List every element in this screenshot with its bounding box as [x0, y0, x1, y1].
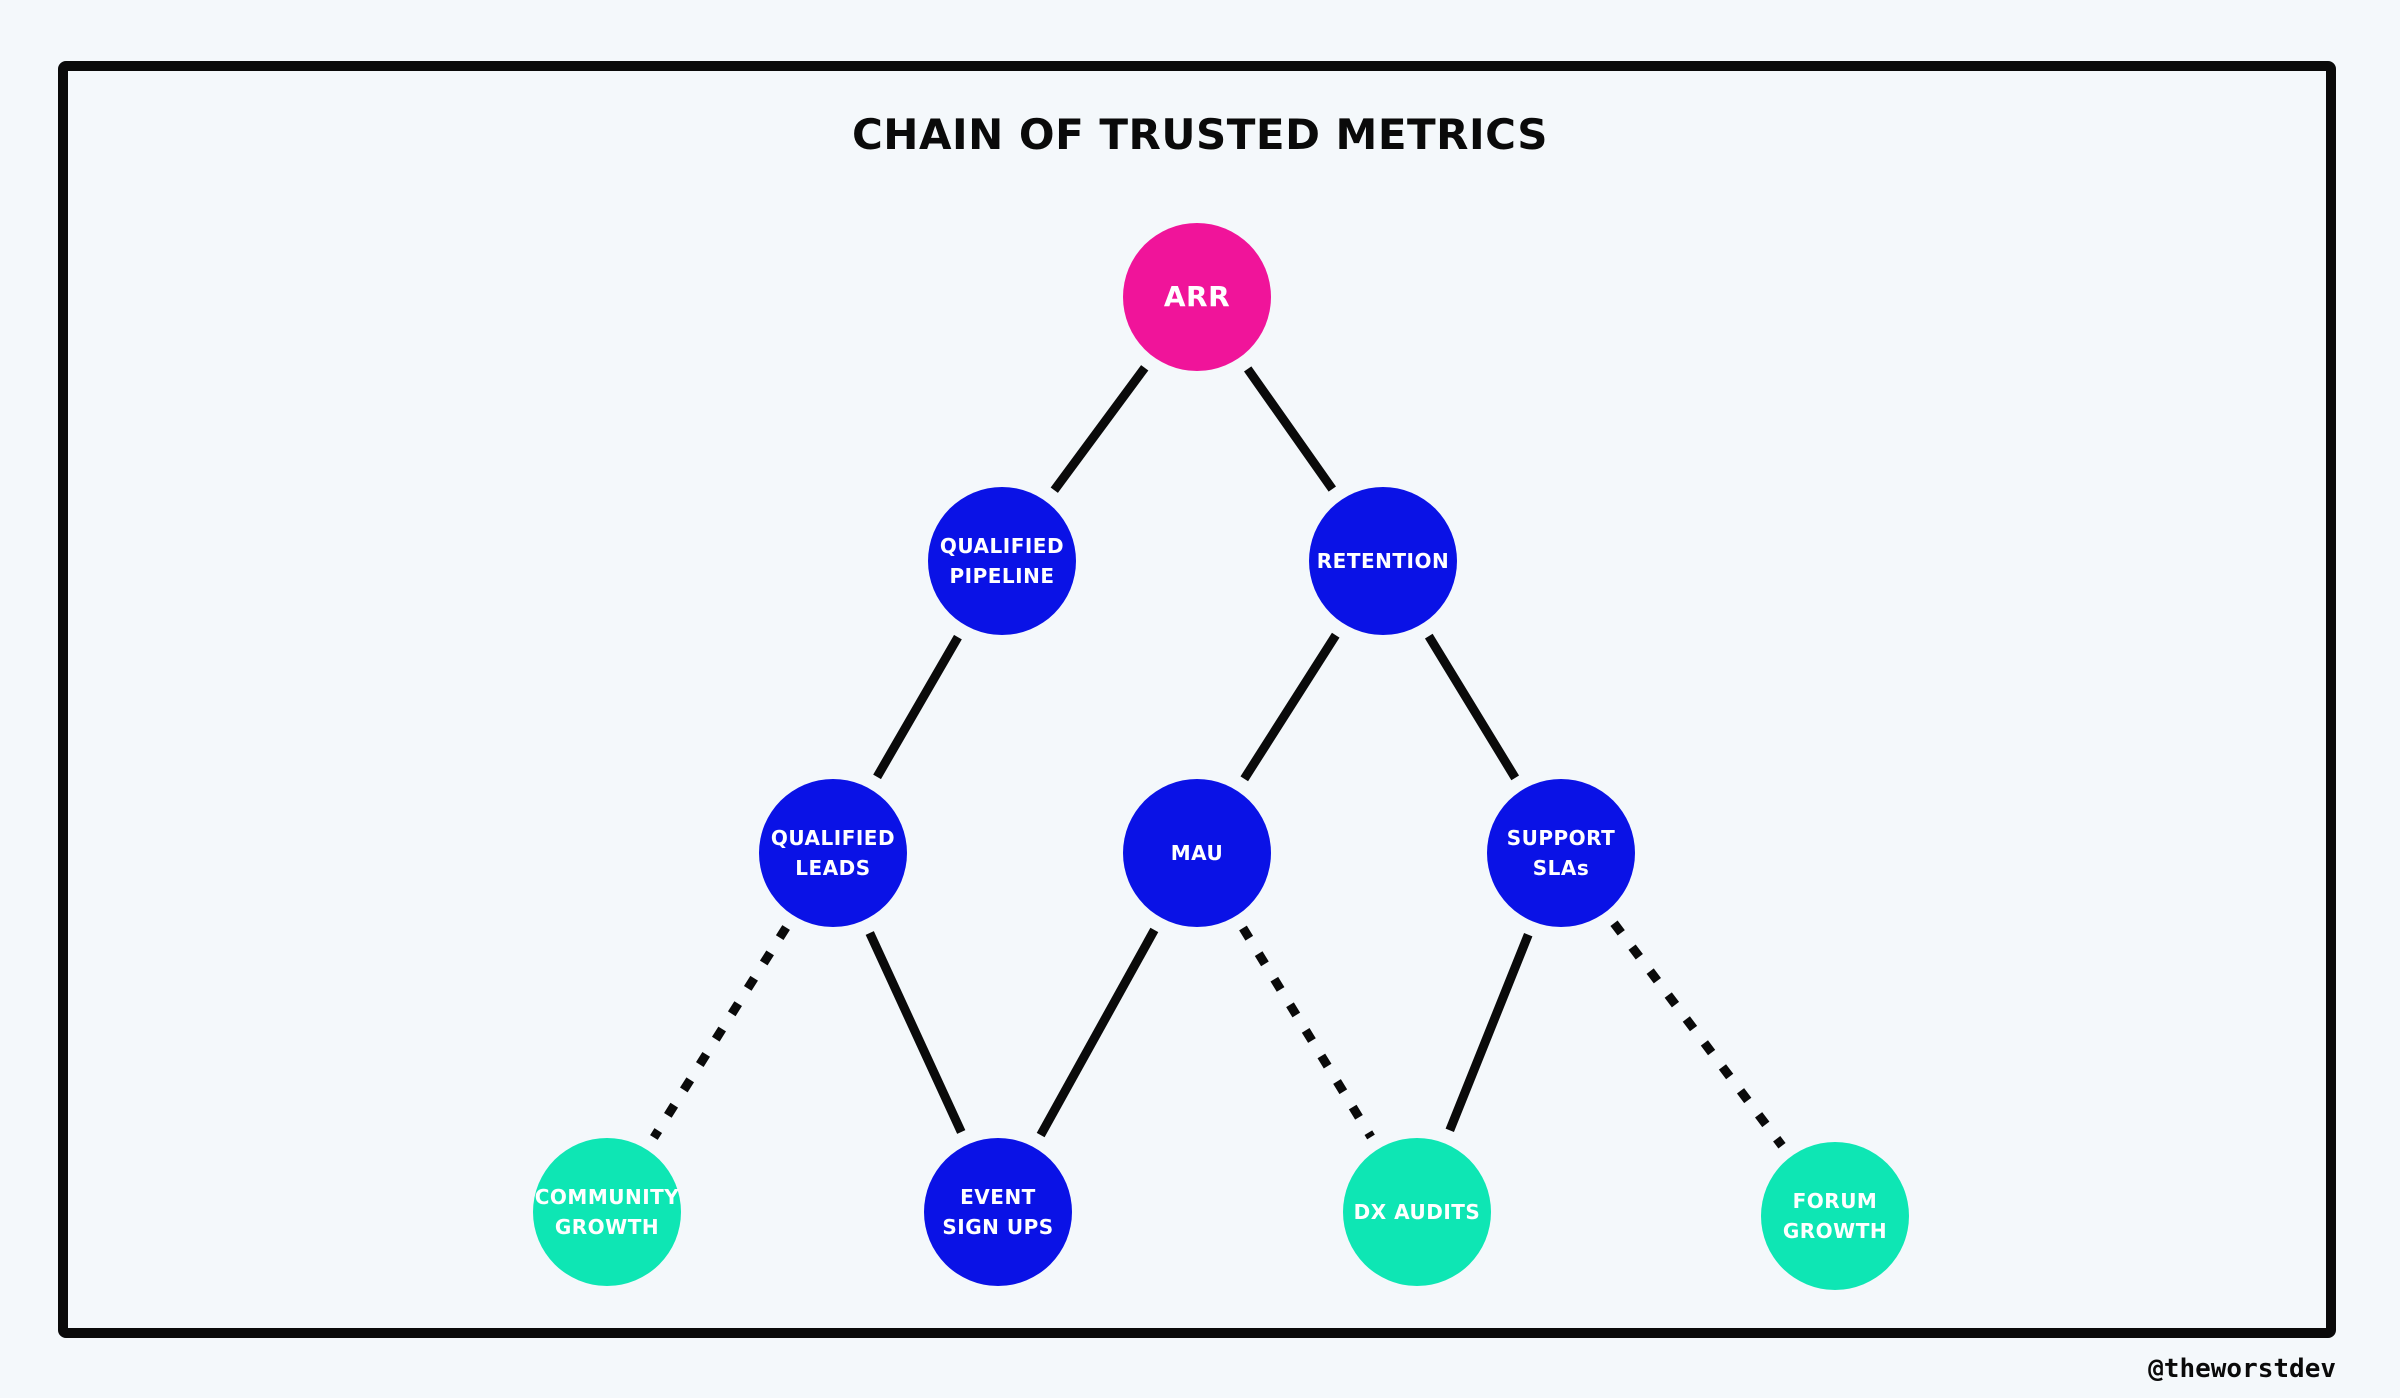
node-retention: RETENTION: [1309, 487, 1457, 635]
edge-support-slas-to-dx-audits: [1445, 932, 1533, 1133]
edge-qualified-leads-to-community-growth: [650, 925, 790, 1140]
diagram-title: CHAIN OF TRUSTED METRICS: [851, 110, 1549, 159]
edge-support-slas-to-forum-growth: [1610, 920, 1786, 1149]
node-label: SUPPORT SLAs: [1506, 826, 1616, 880]
node-arr: ARR: [1123, 223, 1271, 371]
node-label: ARR: [1163, 280, 1231, 313]
node-label: QUALIFIED LEADS: [770, 826, 896, 880]
edge-mau-to-dx-audits: [1239, 925, 1375, 1140]
node-event-sign-ups: EVENT SIGN UPS: [924, 1138, 1072, 1286]
node-qualified-leads: QUALIFIED LEADS: [759, 779, 907, 927]
node-support-slas: SUPPORT SLAs: [1487, 779, 1635, 927]
node-label: DX AUDITS: [1353, 1200, 1481, 1224]
node-label: RETENTION: [1316, 549, 1450, 573]
node-dx-audits: DX AUDITS: [1343, 1138, 1491, 1286]
node-label: MAU: [1170, 841, 1224, 865]
edge-arr-to-retention: [1244, 366, 1336, 492]
edge-qualified-pipeline-to-qualified-leads: [873, 634, 962, 780]
edge-qualified-leads-to-event-sign-ups: [865, 931, 966, 1134]
node-label: EVENT SIGN UPS: [942, 1185, 1054, 1239]
node-label: FORUM GROWTH: [1782, 1189, 1888, 1243]
node-community-growth: COMMUNITY GROWTH: [533, 1138, 681, 1286]
edge-retention-to-mau: [1240, 632, 1340, 782]
edge-retention-to-support-slas: [1424, 633, 1520, 781]
edge-arr-to-qualified-pipeline: [1050, 365, 1149, 493]
node-forum-growth: FORUM GROWTH: [1761, 1142, 1909, 1290]
node-qualified-pipeline: QUALIFIED PIPELINE: [928, 487, 1076, 635]
node-mau: MAU: [1123, 779, 1271, 927]
edge-mau-to-event-sign-ups: [1036, 927, 1159, 1138]
node-label: COMMUNITY GROWTH: [534, 1185, 680, 1239]
author-credit: @theworstdev: [2148, 1354, 2336, 1384]
node-label: QUALIFIED PIPELINE: [939, 534, 1065, 588]
